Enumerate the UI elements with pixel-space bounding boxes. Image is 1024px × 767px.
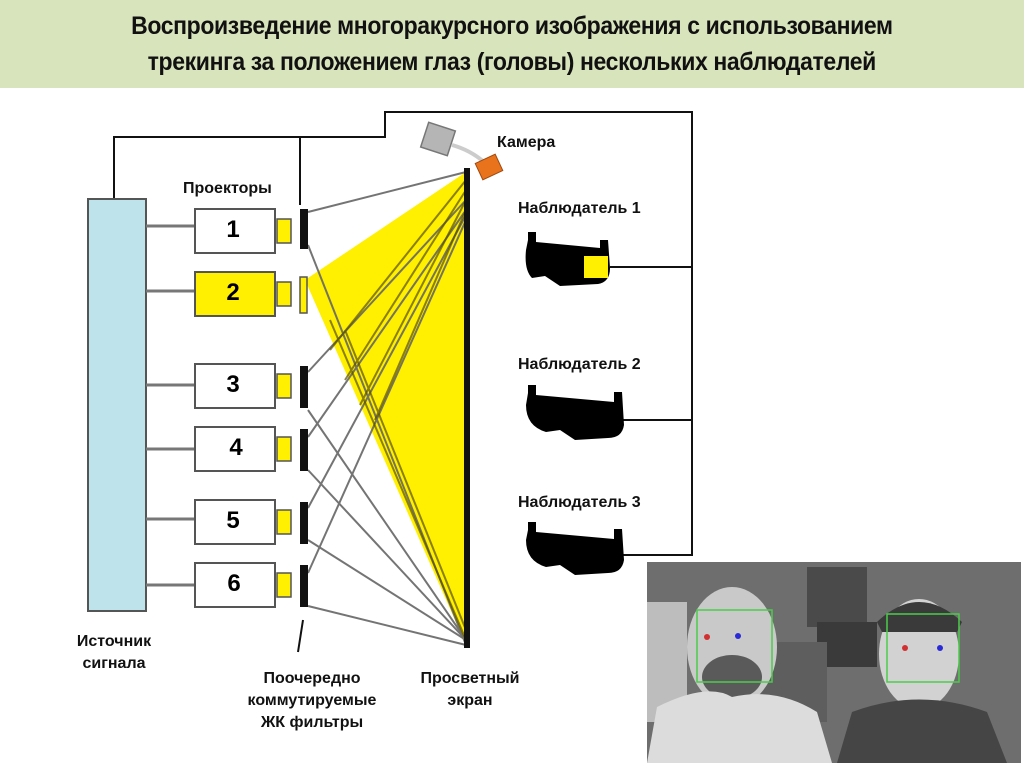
projector-4-number: 4 bbox=[229, 434, 243, 461]
light-rays bbox=[307, 171, 467, 646]
screen-label-line1: Просветный bbox=[420, 670, 520, 687]
glasses-observer-1-icon bbox=[525, 232, 610, 286]
lc-filters-label: Поочередно коммутируемые ЖК фильтры bbox=[222, 668, 402, 734]
eye-marker-red-2 bbox=[902, 645, 908, 651]
filters-pointer bbox=[297, 619, 304, 653]
eye-marker-red-1 bbox=[704, 634, 710, 640]
signal-source-label: Источник сигнала bbox=[62, 631, 166, 675]
projector-6 bbox=[194, 562, 308, 608]
projectors-label: Проекторы bbox=[183, 180, 272, 197]
beam-rays-on-yellow bbox=[329, 179, 467, 641]
observer-2-label: Наблюдатель 2 bbox=[518, 356, 641, 373]
glasses-observer-3-icon bbox=[526, 522, 624, 575]
projector-1-number: 1 bbox=[226, 216, 240, 243]
control-wires bbox=[113, 111, 693, 653]
observer-1-label: Наблюдатель 1 bbox=[518, 200, 641, 217]
transmissive-screen bbox=[464, 168, 470, 648]
tracking-camera-photo bbox=[647, 562, 1021, 763]
face-box-1 bbox=[696, 609, 773, 683]
eye-marker-blue-1 bbox=[735, 633, 741, 639]
signal-source-label-line2: сигнала bbox=[82, 655, 146, 672]
wire-source-to-filters bbox=[113, 136, 301, 205]
projector-3-number: 3 bbox=[226, 371, 240, 398]
projector-6-number: 6 bbox=[227, 570, 241, 597]
projector-1 bbox=[194, 208, 308, 254]
title-banner: Воспроизведение многоракурсного изображе… bbox=[0, 0, 1024, 88]
wire-to-camera bbox=[300, 111, 693, 556]
signal-source-block bbox=[87, 198, 147, 612]
source-cables bbox=[146, 224, 195, 587]
screen-label-line2: экран bbox=[447, 692, 493, 709]
eye-marker-blue-2 bbox=[937, 645, 943, 651]
tracking-photo-illustration bbox=[647, 562, 1021, 763]
lc-filters-label-line1: Поочередно bbox=[263, 670, 361, 687]
projector-5 bbox=[194, 499, 308, 545]
title-line-1: Воспроизведение многоракурсного изображе… bbox=[131, 12, 893, 40]
face-box-2 bbox=[886, 613, 960, 683]
observer-3-label: Наблюдатель 3 bbox=[518, 494, 641, 511]
projector-3 bbox=[194, 363, 308, 409]
lc-filters-label-line3: ЖК фильтры bbox=[260, 714, 364, 731]
projector-2 bbox=[194, 271, 308, 317]
lc-filters-label-line2: коммутируемые bbox=[247, 692, 377, 709]
system-diagram bbox=[87, 111, 693, 653]
projector-2-number: 2 bbox=[226, 279, 240, 306]
signal-source-label-line1: Источник bbox=[76, 633, 152, 650]
projector-4 bbox=[194, 426, 308, 472]
screen-label: Просветный экран bbox=[408, 668, 532, 712]
camera-icon bbox=[419, 121, 504, 181]
camera-label: Камера bbox=[497, 134, 556, 151]
projector-5-number: 5 bbox=[226, 507, 240, 534]
projectors bbox=[194, 208, 308, 608]
glasses-observer-2-icon bbox=[526, 385, 624, 440]
title-line-2: трекинга за положением глаз (головы) нес… bbox=[147, 48, 877, 76]
